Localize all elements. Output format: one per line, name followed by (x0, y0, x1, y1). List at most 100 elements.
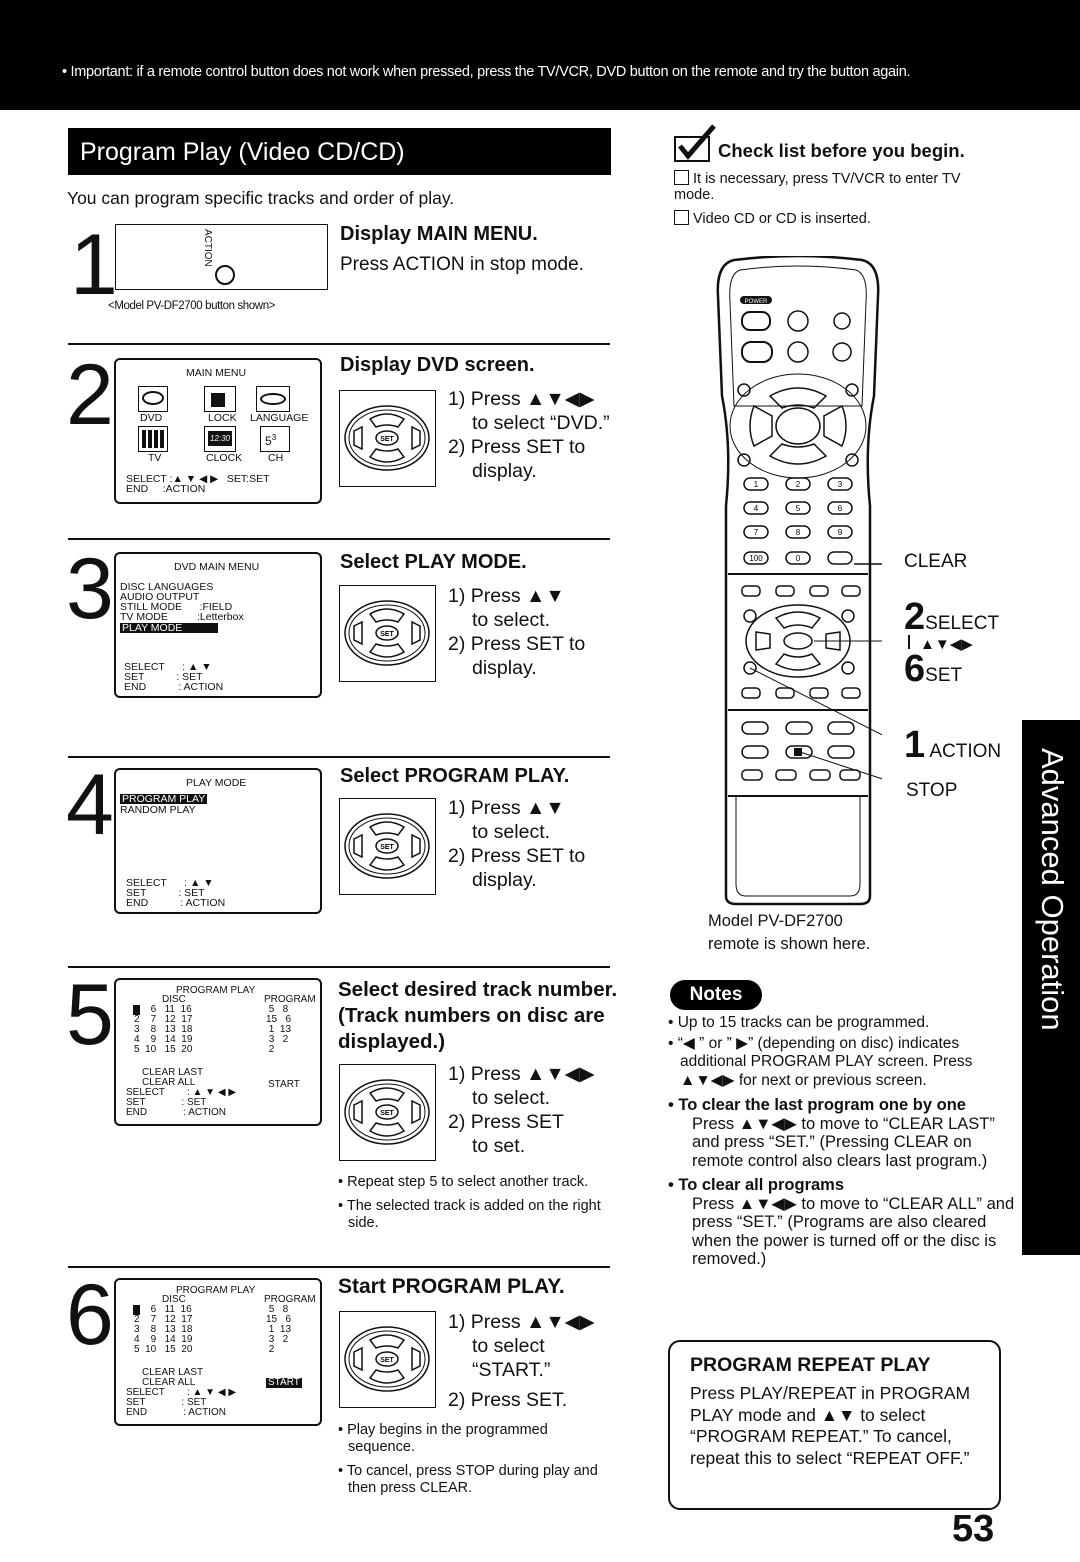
svg-text:SET: SET (380, 1357, 394, 1364)
start-item: START (268, 1079, 300, 1090)
heading-line: Select desired track number. (338, 978, 618, 1001)
program-row: 5 8 (266, 1304, 289, 1315)
clear-all: CLEAR ALL (142, 1077, 196, 1088)
callout-label: SET (925, 665, 963, 686)
dvd-disc-icon (138, 386, 168, 412)
program-row: 15 6 (266, 1014, 292, 1025)
osd-icon-label: LANGUAGE (250, 412, 309, 424)
disc-label: DISC (162, 1294, 186, 1305)
osd-icon-label: CLOCK (206, 452, 243, 464)
divider (68, 343, 610, 345)
section-title: Program Play (Video CD/CD) (68, 128, 611, 175)
remote-caption: Model PV-DF2700 remote is shown here. (708, 910, 870, 956)
important-note: • Important: if a remote control button … (62, 64, 911, 80)
svg-text:9: 9 (838, 528, 843, 537)
disc-track-row: 3 8 13 18 (134, 1324, 193, 1335)
osd-icon-label: LOCK (208, 412, 237, 424)
step-1-subtext: Press ACTION in stop mode. (340, 254, 584, 275)
instruction-line: 1) Press ▲▼◀▶ (448, 388, 595, 410)
osd-item: DISC LANGUAGES (120, 581, 214, 593)
bullet: • Play begins in the programmed sequence… (338, 1422, 548, 1455)
step-2-heading: Display DVD screen. (340, 354, 535, 376)
callout-label: ACTION (929, 741, 1002, 762)
instruction-line: display. (472, 657, 537, 679)
instruction-line: display. (472, 460, 537, 482)
program-row: 5 8 (266, 1004, 289, 1015)
set-pad-icon: SET (339, 798, 436, 895)
stop-callout: STOP (906, 780, 958, 801)
bullet: • The selected track is added on the rig… (338, 1198, 601, 1231)
step-4-instructions: 1) Press ▲▼ to select. 2) Press SET to d… (448, 796, 585, 892)
notes-badge: Notes (670, 980, 762, 1010)
svg-text:6: 6 (838, 504, 843, 513)
section-side-tab: Advanced Operation (1022, 720, 1080, 1255)
checklist-item: Video CD or CD is inserted. (674, 210, 1004, 227)
osd-footer: END : ACTION (126, 1407, 227, 1418)
checklist-item: It is necessary, press TV/VCR to enter T… (674, 170, 1004, 203)
osd-footer: SELECT : ▲ ▼ (124, 661, 212, 673)
osd-title: MAIN MENU (186, 367, 247, 379)
osd-item: TV MODE :Letterbox (120, 611, 244, 623)
repeat-body: Press PLAY/REPEAT in PROGRAM PLAY mode a… (690, 1383, 971, 1468)
step-1-caption: <Model PV-DF2700 button shown> (108, 300, 276, 312)
step-4-number: 4 (66, 757, 114, 853)
callout-label: SELECT (925, 613, 1000, 634)
step-5-bullets: • Repeat step 5 to select another track.… (338, 1174, 608, 1239)
heading-line: (Track numbers on disc are (338, 1004, 605, 1027)
side-tab-label: Advanced Operation (1035, 748, 1070, 1031)
instruction-line: to select. (472, 821, 551, 843)
instruction-line: 2) Press SET to (448, 633, 586, 655)
caption-line: remote is shown here. (708, 935, 871, 953)
step-6-bullets: • Play begins in the programmed sequence… (338, 1422, 608, 1504)
step-6-instructions: 1) Press ▲▼◀▶ to select “START.” 2) Pres… (448, 1310, 595, 1412)
checkbox-icon (674, 210, 689, 225)
program-row: 1 13 (266, 1324, 292, 1335)
svg-text:4: 4 (754, 504, 759, 513)
step-1-number: 1 (70, 217, 118, 313)
play-mode-osd: PLAY MODE PROGRAM PLAY RANDOM PLAY SELEC… (114, 768, 322, 914)
osd-footer: SET : SET (126, 1097, 207, 1108)
note-text: Press ▲▼◀▶ to move to “CLEAR LAST” and p… (692, 1114, 995, 1170)
clear-all: CLEAR ALL (142, 1377, 196, 1388)
checklist-title: Check list before you begin. (718, 140, 965, 161)
svg-text:SET: SET (380, 631, 394, 638)
select-set-callout: 2SELECT ▲▼◀▶ 6SET (904, 598, 1000, 688)
important-banner: • Important: if a remote control button … (0, 0, 1080, 110)
bullet: • Repeat step 5 to select another track. (338, 1174, 589, 1190)
osd-footer: END : ACTION (124, 681, 224, 693)
svg-text:2: 2 (796, 480, 801, 489)
osd-selected-item: PLAY MODE (120, 623, 218, 633)
divider (68, 1266, 610, 1268)
svg-text:8: 8 (796, 528, 801, 537)
set-pad-icon: SET (339, 1064, 436, 1161)
osd-icon-label: DVD (140, 412, 163, 424)
step-5-number: 5 (66, 967, 114, 1063)
heading-line: displayed.) (338, 1030, 446, 1053)
osd-footer: END : ACTION (126, 897, 226, 909)
program-play-osd: PROGRAM PLAY DISC PROGRAM 1 6 11 16 2 7 … (114, 978, 322, 1126)
divider (68, 756, 610, 758)
program-row: 3 2 (266, 1034, 289, 1045)
instruction-line: to select (472, 1335, 545, 1357)
osd-footer: SELECT : ▲ ▼ ◀ ▶ (126, 1087, 237, 1098)
action-button-icon (215, 265, 235, 285)
track-cursor (133, 1005, 140, 1015)
instruction-line: to select “DVD.” (472, 412, 610, 434)
tv-icon (138, 426, 168, 452)
step-2-instructions: 1) Press ▲▼◀▶ to select “DVD.” 2) Press … (448, 387, 610, 483)
osd-title: DVD MAIN MENU (174, 561, 260, 573)
program-row: 15 6 (266, 1314, 292, 1325)
bullet: • To cancel, press STOP during play and … (338, 1463, 598, 1496)
disc-track-row: 2 7 12 17 (134, 1314, 193, 1325)
osd-footer: END :ACTION (126, 483, 206, 495)
note-heading: • To clear the last program one by one (668, 1096, 966, 1114)
set-pad-icon: SET (339, 390, 436, 487)
caption-line: Model PV-DF2700 (708, 912, 843, 930)
step-5-instructions: 1) Press ▲▼◀▶ to select. 2) Press SET to… (448, 1062, 595, 1158)
program-row: 2 (266, 1044, 275, 1055)
osd-title: PROGRAM PLAY (176, 1285, 256, 1296)
svg-text:100: 100 (749, 554, 763, 563)
clear-last: CLEAR LAST (142, 1367, 204, 1378)
step-3-instructions: 1) Press ▲▼ to select. 2) Press SET to d… (448, 584, 585, 680)
